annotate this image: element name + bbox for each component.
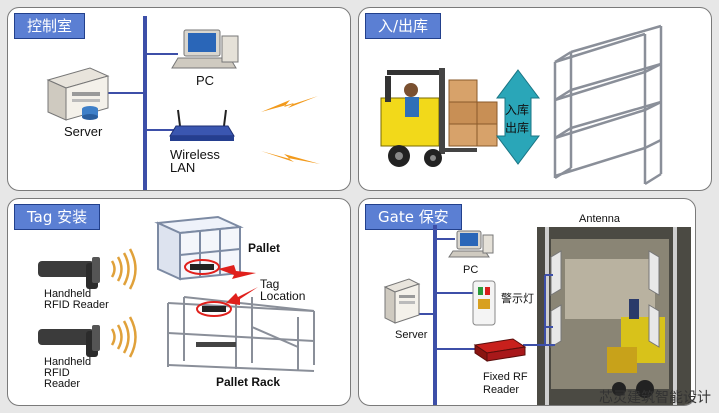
gate-server-label: Server (395, 329, 428, 341)
inout-arrow-line-2: 出库 (505, 121, 530, 135)
rack-tag-highlight (196, 301, 232, 317)
server-icon (46, 67, 110, 121)
antenna-panels (550, 250, 660, 348)
network-bus-line (143, 16, 147, 190)
inout-diagram (380, 24, 663, 186)
tag-location-label-2: Location (260, 289, 306, 303)
control-room-diagram (46, 16, 320, 190)
gate-pc-icon (448, 230, 494, 258)
reader-1-label-line-1: Handheld (44, 288, 92, 300)
reader-1-label-line-2: RFID Reader (44, 299, 109, 311)
gate-photo (537, 227, 691, 405)
pallet-tag-highlight (184, 259, 220, 275)
fixed-reader-icon (473, 338, 527, 362)
rf-signal-1-icon (110, 248, 137, 290)
pallet-tag (190, 264, 214, 270)
gate-panel: Gate 保安 (358, 198, 696, 406)
rack-tag (202, 306, 226, 312)
tag-diagram (38, 215, 315, 372)
pallet-container-icon (154, 215, 244, 281)
pc-icon (171, 29, 239, 69)
tag-arrow-lower (226, 287, 258, 305)
inout-arrow-line-1: 入库 (505, 103, 530, 117)
gate-diagram (383, 225, 691, 405)
inout-panel: 入/出库 (358, 7, 712, 191)
inout-double-arrow (496, 69, 540, 165)
wireless-router-icon (169, 109, 235, 141)
gate-pc-label: PC (463, 264, 479, 276)
warning-light-label: 警示灯 (501, 292, 534, 305)
inout-title: 入/出库 (365, 13, 442, 39)
gate-bus-line (433, 225, 437, 405)
rf-signal-2-icon (110, 316, 137, 358)
wireless-label-2: LAN (170, 160, 196, 175)
forklift-icon (380, 68, 477, 167)
tag-location-label-1: Tag (260, 277, 280, 291)
wireless-label-1: Wireless (170, 147, 220, 162)
tag-panel: Tag 安装 (7, 198, 351, 406)
antenna-label: Antenna (579, 213, 620, 225)
reader-2-label-line-1: Handheld (44, 356, 92, 368)
pallet-label: Pallet (248, 241, 281, 255)
handheld-reader-1-icon (38, 257, 100, 289)
control-room-panel: 控制室 (7, 7, 351, 191)
reader-2-label-line-2: RFID (44, 367, 70, 379)
rack-beam-bar (196, 342, 236, 347)
fixed-reader-label-2: Reader (483, 384, 520, 396)
warning-light-icon (472, 280, 496, 326)
reader-2-label-line-3: Reader (44, 378, 81, 390)
watermark-text: 芯灵建筑智能设计 (599, 390, 711, 406)
cargo-boxes (448, 79, 498, 147)
pc-label: PC (196, 73, 215, 88)
server-label: Server (64, 124, 103, 139)
fixed-reader-label-1: Fixed RF (483, 371, 528, 383)
wireless-signal-lower (261, 151, 320, 164)
pallet-rack-icon (167, 296, 315, 372)
gate-server-icon (383, 278, 421, 324)
handheld-reader-2-icon (38, 325, 100, 357)
tag-title: Tag 安装 (14, 204, 101, 230)
warehouse-rack-icon (553, 24, 663, 186)
pallet-rack-label: Pallet Rack (216, 375, 281, 389)
tag-arrow-upper (218, 265, 256, 279)
control-room-title: 控制室 (14, 13, 86, 39)
gate-title: Gate 保安 (365, 204, 462, 230)
wireless-signal-upper (261, 96, 318, 112)
